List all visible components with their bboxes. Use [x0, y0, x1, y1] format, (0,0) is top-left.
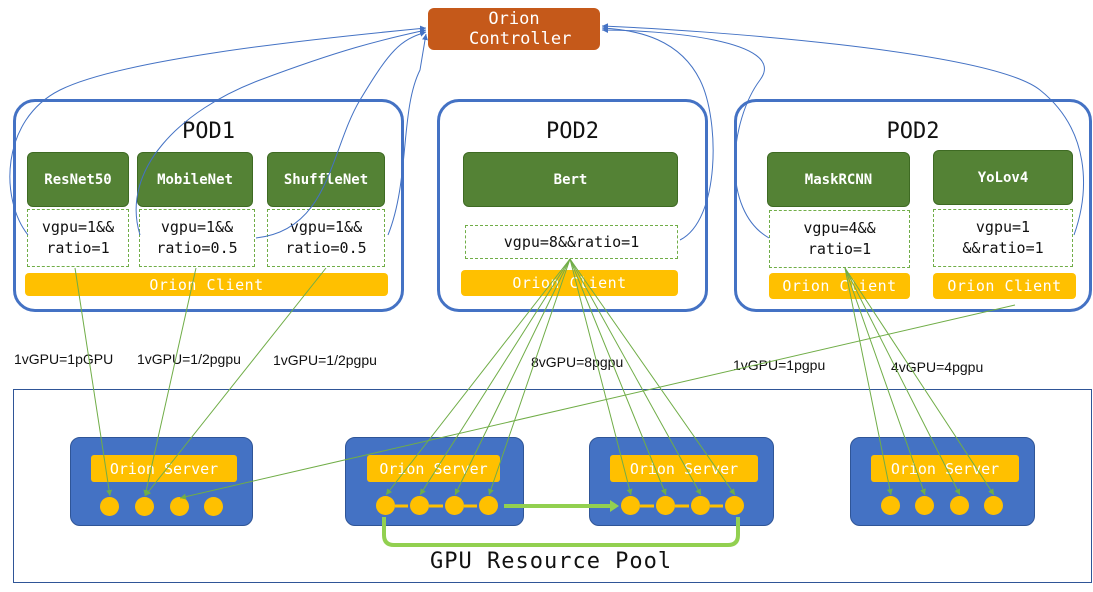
gpu-dot	[445, 496, 464, 515]
server-label: Orion Server	[610, 455, 758, 482]
gpu-dot	[135, 497, 154, 516]
gpu-dot	[410, 496, 429, 515]
mapping-label: 1vGPU=1/2pgpu	[137, 351, 241, 367]
mapping-label: 4vGPU=4pgpu	[891, 359, 984, 375]
gpu-dot	[376, 496, 395, 515]
mapping-label: 1vGPU=1/2pgpu	[273, 352, 377, 368]
ratio-text: vgpu=1&& ratio=0.5	[156, 218, 238, 257]
model-maskrcnn: MaskRCNN	[767, 152, 910, 207]
ratio-resnet50: vgpu=1&& ratio=1	[27, 209, 129, 267]
ratio-bert: vgpu=8&&ratio=1	[465, 225, 678, 259]
orion-client-pod1: Orion Client	[25, 273, 388, 296]
gpu-dot	[479, 496, 498, 515]
gpu-dot	[204, 497, 223, 516]
model-bert: Bert	[463, 152, 678, 207]
model-yolov4: YoLov4	[933, 150, 1073, 205]
pod-title: POD2	[546, 119, 599, 144]
orion-client-yolov4: Orion Client	[933, 273, 1076, 299]
model-mobilenet: MobileNet	[137, 152, 253, 207]
server-label: Orion Server	[367, 455, 500, 482]
gpu-dot	[881, 496, 900, 515]
gpu-dot	[725, 496, 744, 515]
mapping-label: 1vGPU=1pGPU	[14, 351, 114, 367]
ratio-shufflenet: vgpu=1&& ratio=0.5	[267, 209, 385, 267]
gpu-dot	[691, 496, 710, 515]
orion-controller: Orion Controller	[428, 8, 600, 50]
pod-title: POD1	[182, 119, 235, 144]
orion-client-maskrcnn: Orion Client	[769, 273, 910, 299]
ratio-text: vgpu=1 &&ratio=1	[962, 218, 1044, 257]
mapping-label: 1vGPU=1pgpu	[733, 357, 826, 373]
ratio-yolov4: vgpu=1 &&ratio=1	[933, 209, 1073, 267]
gpu-dot	[950, 496, 969, 515]
mapping-label: 8vGPU=8pgpu	[531, 354, 624, 370]
ratio-text: vgpu=1&& ratio=0.5	[285, 218, 367, 257]
pool-label: GPU Resource Pool	[430, 549, 673, 574]
server-label: Orion Server	[91, 455, 237, 482]
gpu-dot	[100, 497, 119, 516]
controller-label: Orion Controller	[469, 9, 572, 49]
pod-title: POD2	[886, 119, 940, 144]
server-label: Orion Server	[871, 455, 1019, 482]
orion-client-pod2: Orion Client	[461, 270, 678, 296]
orion-server-4: Orion Server	[850, 437, 1035, 526]
ratio-text: vgpu=1&& ratio=1	[41, 218, 115, 257]
ratio-mobilenet: vgpu=1&& ratio=0.5	[139, 209, 255, 267]
gpu-dot	[656, 496, 675, 515]
ratio-text: vgpu=4&& ratio=1	[803, 219, 876, 258]
gpu-dot	[915, 496, 934, 515]
orion-server-1: Orion Server	[70, 437, 253, 526]
model-resnet50: ResNet50	[27, 152, 129, 207]
ratio-maskrcnn: vgpu=4&& ratio=1	[769, 210, 910, 268]
gpu-dot	[621, 496, 640, 515]
orion-server-2: Orion Server	[345, 437, 524, 526]
gpu-dot	[170, 497, 189, 516]
model-shufflenet: ShuffleNet	[267, 152, 385, 207]
orion-server-3: Orion Server	[589, 437, 774, 526]
gpu-dot	[984, 496, 1003, 515]
